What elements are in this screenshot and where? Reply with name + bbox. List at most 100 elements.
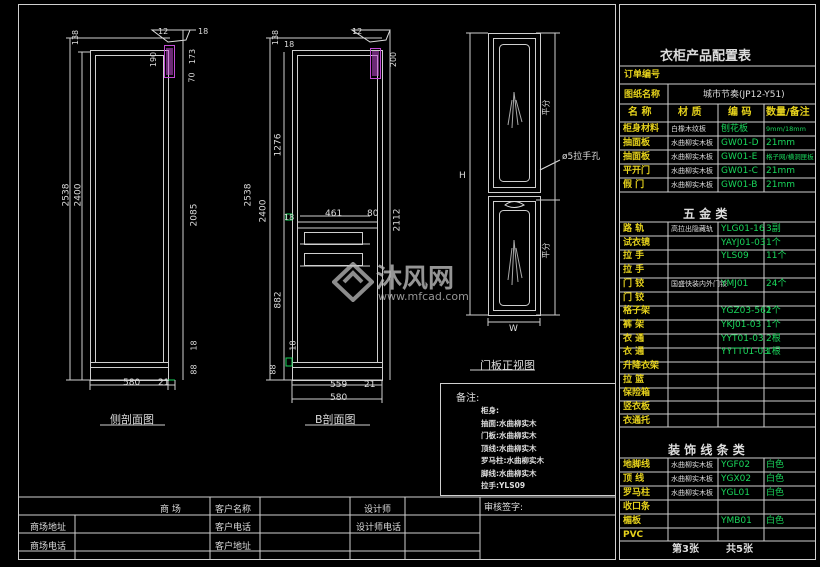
door-height-label: H xyxy=(459,171,466,181)
hardware-row-qty: 1个 xyxy=(766,237,781,248)
b-total-height: 2538 xyxy=(243,183,254,207)
materials-row-material: 水曲柳实木板 xyxy=(671,167,713,175)
trim-row-qty: 白色 xyxy=(766,474,785,484)
b-dim-11: 21 xyxy=(364,380,376,390)
hardware-row-name: 衣 通 xyxy=(623,333,645,344)
materials-row-material: 水曲柳实木板 xyxy=(671,139,713,147)
door-center-label-bottom: 平分 xyxy=(541,242,551,259)
watermark-url: www.mfcad.com xyxy=(378,290,469,303)
b-dimension-lines xyxy=(266,30,391,403)
hardware-title: 五 金 类 xyxy=(683,207,728,221)
materials-row-code: GW01-C xyxy=(721,166,758,176)
side-dim-4: 173 xyxy=(188,48,198,65)
header-material: 材 质 xyxy=(678,107,702,118)
side-dim-3: 190 xyxy=(149,51,159,68)
watermark-logo-icon xyxy=(331,261,375,303)
trim-row-name: 顶 线 xyxy=(623,474,645,484)
side-dim-6: 2085 xyxy=(189,203,200,227)
hardware-row-name: 竖衣板 xyxy=(623,402,651,413)
b-section-cabinet xyxy=(285,29,391,381)
hardware-row-name: 拉 手 xyxy=(623,251,645,262)
b-dim-3: 1276 xyxy=(273,133,284,157)
side-dim-7: 18 xyxy=(189,340,199,351)
spec-table-border xyxy=(619,4,816,560)
door-center-label-top: 平分 xyxy=(541,99,551,116)
materials-row-name: 假 门 xyxy=(623,180,645,190)
materials-row-name: 平开门 xyxy=(623,166,651,176)
side-depth: 580 xyxy=(123,378,141,388)
door-width-label: W xyxy=(509,324,518,334)
b-dim-8: 882 xyxy=(273,291,284,309)
trim-row-code: YGX02 xyxy=(721,474,752,484)
b-dim-1: 12 xyxy=(352,27,363,36)
hardware-row-name: 裤 架 xyxy=(623,319,645,330)
notes-line: 罗马柱:水曲柳实木 xyxy=(481,456,544,465)
side-section-caption: 侧剖面图 xyxy=(110,413,154,426)
hardware-row-name: 门 铰 xyxy=(623,278,645,289)
header-code: 编 码 xyxy=(728,107,752,118)
notes-line: 抽面:水曲柳实木 xyxy=(481,418,537,428)
side-dimension-lines xyxy=(66,29,196,390)
hardware-row-code: YMJ01 xyxy=(721,278,749,289)
hardware-row-material: 国盛快装内外门铰 xyxy=(671,279,727,288)
door-dimension-lines xyxy=(466,32,560,371)
watermark-brand: 沐风网 xyxy=(376,264,455,294)
notes-line: 门板:水曲柳实木 xyxy=(481,431,537,440)
pattern-value: 城市节奏(JP12-Y51) xyxy=(703,90,785,100)
b-dim-0: 138 xyxy=(271,29,281,46)
trim-row-name: 楣板 xyxy=(623,516,642,526)
hardware-row-name: 路 轨 xyxy=(623,224,645,234)
notes-line: 柜身: xyxy=(481,406,499,415)
hardware-row-name: 拉 篮 xyxy=(623,374,645,385)
designer-label: 设计师 xyxy=(364,505,392,515)
side-dim-8: 88 xyxy=(189,364,199,375)
trim-row-code: YGF02 xyxy=(721,460,751,470)
hardware-row-code: YGZ03-562 xyxy=(721,306,772,317)
trim-row-qty: 白色 xyxy=(766,516,785,526)
hardware-row-name: 试衣镜 xyxy=(623,237,651,248)
mall-address-label: 商场地址 xyxy=(30,523,67,533)
notes-line: 脚线:水曲柳实木 xyxy=(481,468,537,478)
materials-row-name: 抽面板 xyxy=(623,152,651,162)
b-dim-4: 200 xyxy=(389,51,399,68)
hardware-row-qty: 11个 xyxy=(766,251,787,262)
hardware-row-code: YKJ01-03 xyxy=(721,319,762,330)
hardware-row-name: 格子架 xyxy=(623,306,651,317)
materials-row-code: GW01-D xyxy=(721,138,759,148)
hardware-row-name: 升降衣架 xyxy=(623,361,660,371)
b-width: 580 xyxy=(330,393,348,403)
door-front-caption: 门板正视图 xyxy=(480,359,535,372)
materials-row-name: 抽面板 xyxy=(623,138,651,148)
hardware-row-name: 门 铰 xyxy=(623,292,645,303)
trim-row-name: 收口条 xyxy=(623,502,651,512)
side-section-cabinet xyxy=(90,29,191,381)
materials-row-code: GW01-B xyxy=(721,180,758,190)
hardware-row-name: 保险箱 xyxy=(623,388,651,399)
watermark-logo xyxy=(331,261,375,306)
hardware-row-code: YAYJ01-03 xyxy=(721,237,766,248)
trim-row-name: 地脚线 xyxy=(623,460,651,470)
b-inner-width: 559 xyxy=(330,380,348,390)
materials-row-name: 柜身材料 xyxy=(623,124,660,134)
hardware-row-material: 高拉出隐藏轨 xyxy=(671,225,713,233)
materials-row-material: 水曲柳实木板 xyxy=(671,181,713,189)
header-qty: 数量/备注 xyxy=(766,107,810,118)
notes-line: 顶线:水曲柳实木 xyxy=(481,443,537,453)
b-dim-10: 88 xyxy=(268,364,278,375)
hardware-row-code: YYTT01-03 xyxy=(721,347,769,358)
b-dim-7: 2112 xyxy=(392,208,403,232)
trim-row-material: 水曲柳实木板 xyxy=(671,489,713,497)
materials-row-qty: 21mm xyxy=(766,138,795,148)
hardware-row-qty: 3副 xyxy=(766,224,781,234)
notes-title: 备注: xyxy=(456,393,480,404)
pattern-label: 图纸名称 xyxy=(624,90,661,100)
b-dim-6: 80 xyxy=(367,209,379,219)
side-dim-5: 70 xyxy=(187,72,197,83)
hardware-row-name: 衣通托 xyxy=(623,415,651,426)
sheet-number: 第3张 xyxy=(672,544,699,555)
materials-row-code: GW01-E xyxy=(721,152,758,162)
b-dim-9: 18 xyxy=(288,340,298,351)
side-dim-2: 18 xyxy=(198,27,209,36)
hardware-row-qty: 24个 xyxy=(766,278,787,289)
client-name-label: 客户名称 xyxy=(215,505,252,515)
